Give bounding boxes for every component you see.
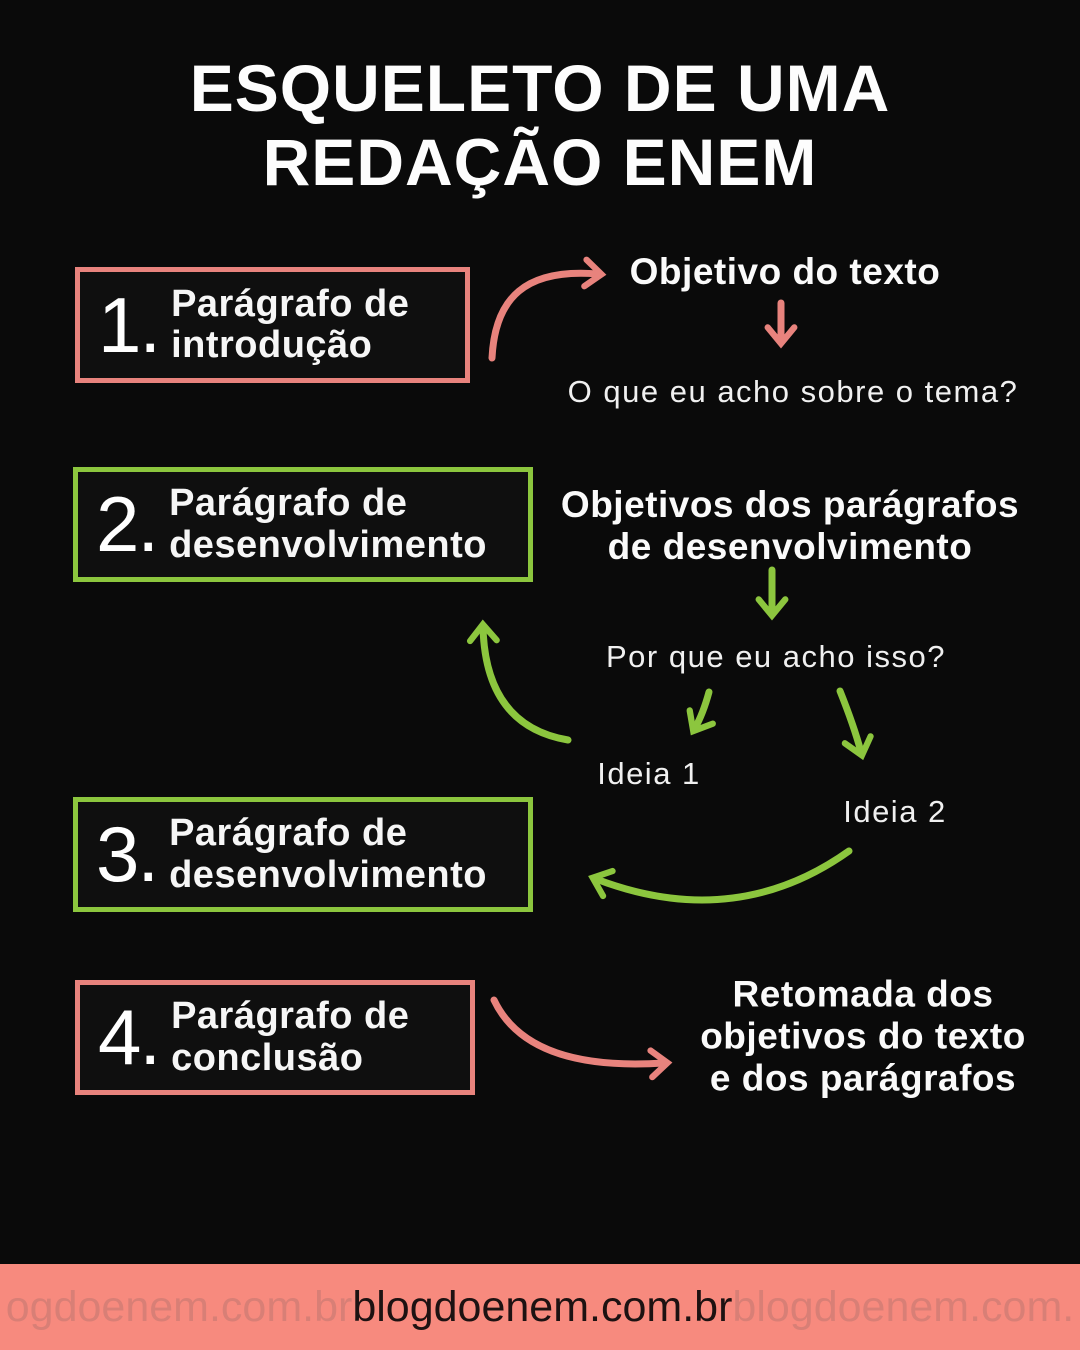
box-4-number: 4. (98, 993, 161, 1082)
arrow-to-ideia1-icon (686, 688, 716, 736)
box-1-number: 1. (98, 280, 161, 369)
arrow-box1-to-objective-icon (488, 256, 607, 362)
box-4-label: Parágrafo de conclusão (171, 996, 409, 1078)
page-title-line1: ESQUELETO DE UMA (189, 51, 891, 125)
box-2-label-line1: Parágrafo de (169, 482, 408, 525)
footer-bar: ogdoenem.com.br blogdoenem.com.br blogdo… (0, 1264, 1080, 1350)
page-title-line2: REDAÇÃO ENEM (262, 124, 818, 199)
box-paragraph-2: 2. Parágrafo de desenvolvimento (73, 467, 533, 582)
box-4-label-line2: conclusão (171, 1036, 364, 1079)
footer-url-faded-right: blogdoenem.com. (732, 1282, 1075, 1331)
label-objetivo-do-texto: Objetivo do texto (629, 250, 941, 292)
label-objetivos-paragrafos: Objetivos dos parágrafos de desenvolvime… (561, 484, 1019, 568)
box-1-label-line1: Parágrafo de (171, 282, 410, 325)
label-objetivos-line2: de desenvolvimento (607, 526, 973, 567)
box-2-number: 2. (96, 480, 159, 569)
arrow-to-ideia2-icon (836, 687, 874, 761)
box-2-label: Parágrafo de desenvolvimento (169, 483, 487, 565)
label-pergunta-isso: Por que eu acho isso? (606, 639, 946, 674)
box-paragraph-3: 3. Parágrafo de desenvolvimento (73, 797, 533, 912)
arrow-ideia1-to-box2-icon (466, 619, 572, 744)
footer-url-main: blogdoenem.com.br (352, 1282, 733, 1331)
label-ideia-2: Ideia 2 (843, 794, 947, 829)
page-title: ESQUELETO DE UMA REDAÇÃO ENEM (0, 51, 1080, 200)
label-retomada-line3: e dos parágrafos (709, 1058, 1017, 1100)
footer-url-faded-left: ogdoenem.com.br (5, 1282, 353, 1331)
box-2-label-line2: desenvolvimento (169, 523, 487, 566)
box-3-number: 3. (96, 810, 159, 899)
label-retomada: Retomada dos objetivos do texto e dos pa… (700, 974, 1026, 1101)
box-3-label: Parágrafo de desenvolvimento (169, 813, 487, 895)
box-3-label-line2: desenvolvimento (169, 853, 487, 896)
label-ideia-1: Ideia 1 (597, 756, 701, 791)
box-1-label-line2: introdução (171, 324, 373, 366)
label-objetivos-line1: Objetivos dos parágrafos (560, 483, 1020, 525)
arrow-ideia2-to-box3-icon (588, 847, 853, 904)
box-paragraph-4: 4. Parágrafo de conclusão (75, 980, 475, 1095)
label-retomada-line2: objetivos do texto (700, 1015, 1026, 1057)
label-pergunta-tema: O que eu acho sobre o tema? (567, 374, 1019, 409)
box-1-label: Parágrafo de introdução (171, 282, 410, 366)
box-3-label-line1: Parágrafo de (169, 812, 408, 855)
box-4-label-line1: Parágrafo de (171, 995, 410, 1038)
arrow-box4-to-retomada-icon (490, 996, 673, 1081)
label-retomada-line1: Retomada dos (732, 973, 994, 1015)
box-paragraph-1: 1. Parágrafo de introdução (75, 267, 470, 383)
